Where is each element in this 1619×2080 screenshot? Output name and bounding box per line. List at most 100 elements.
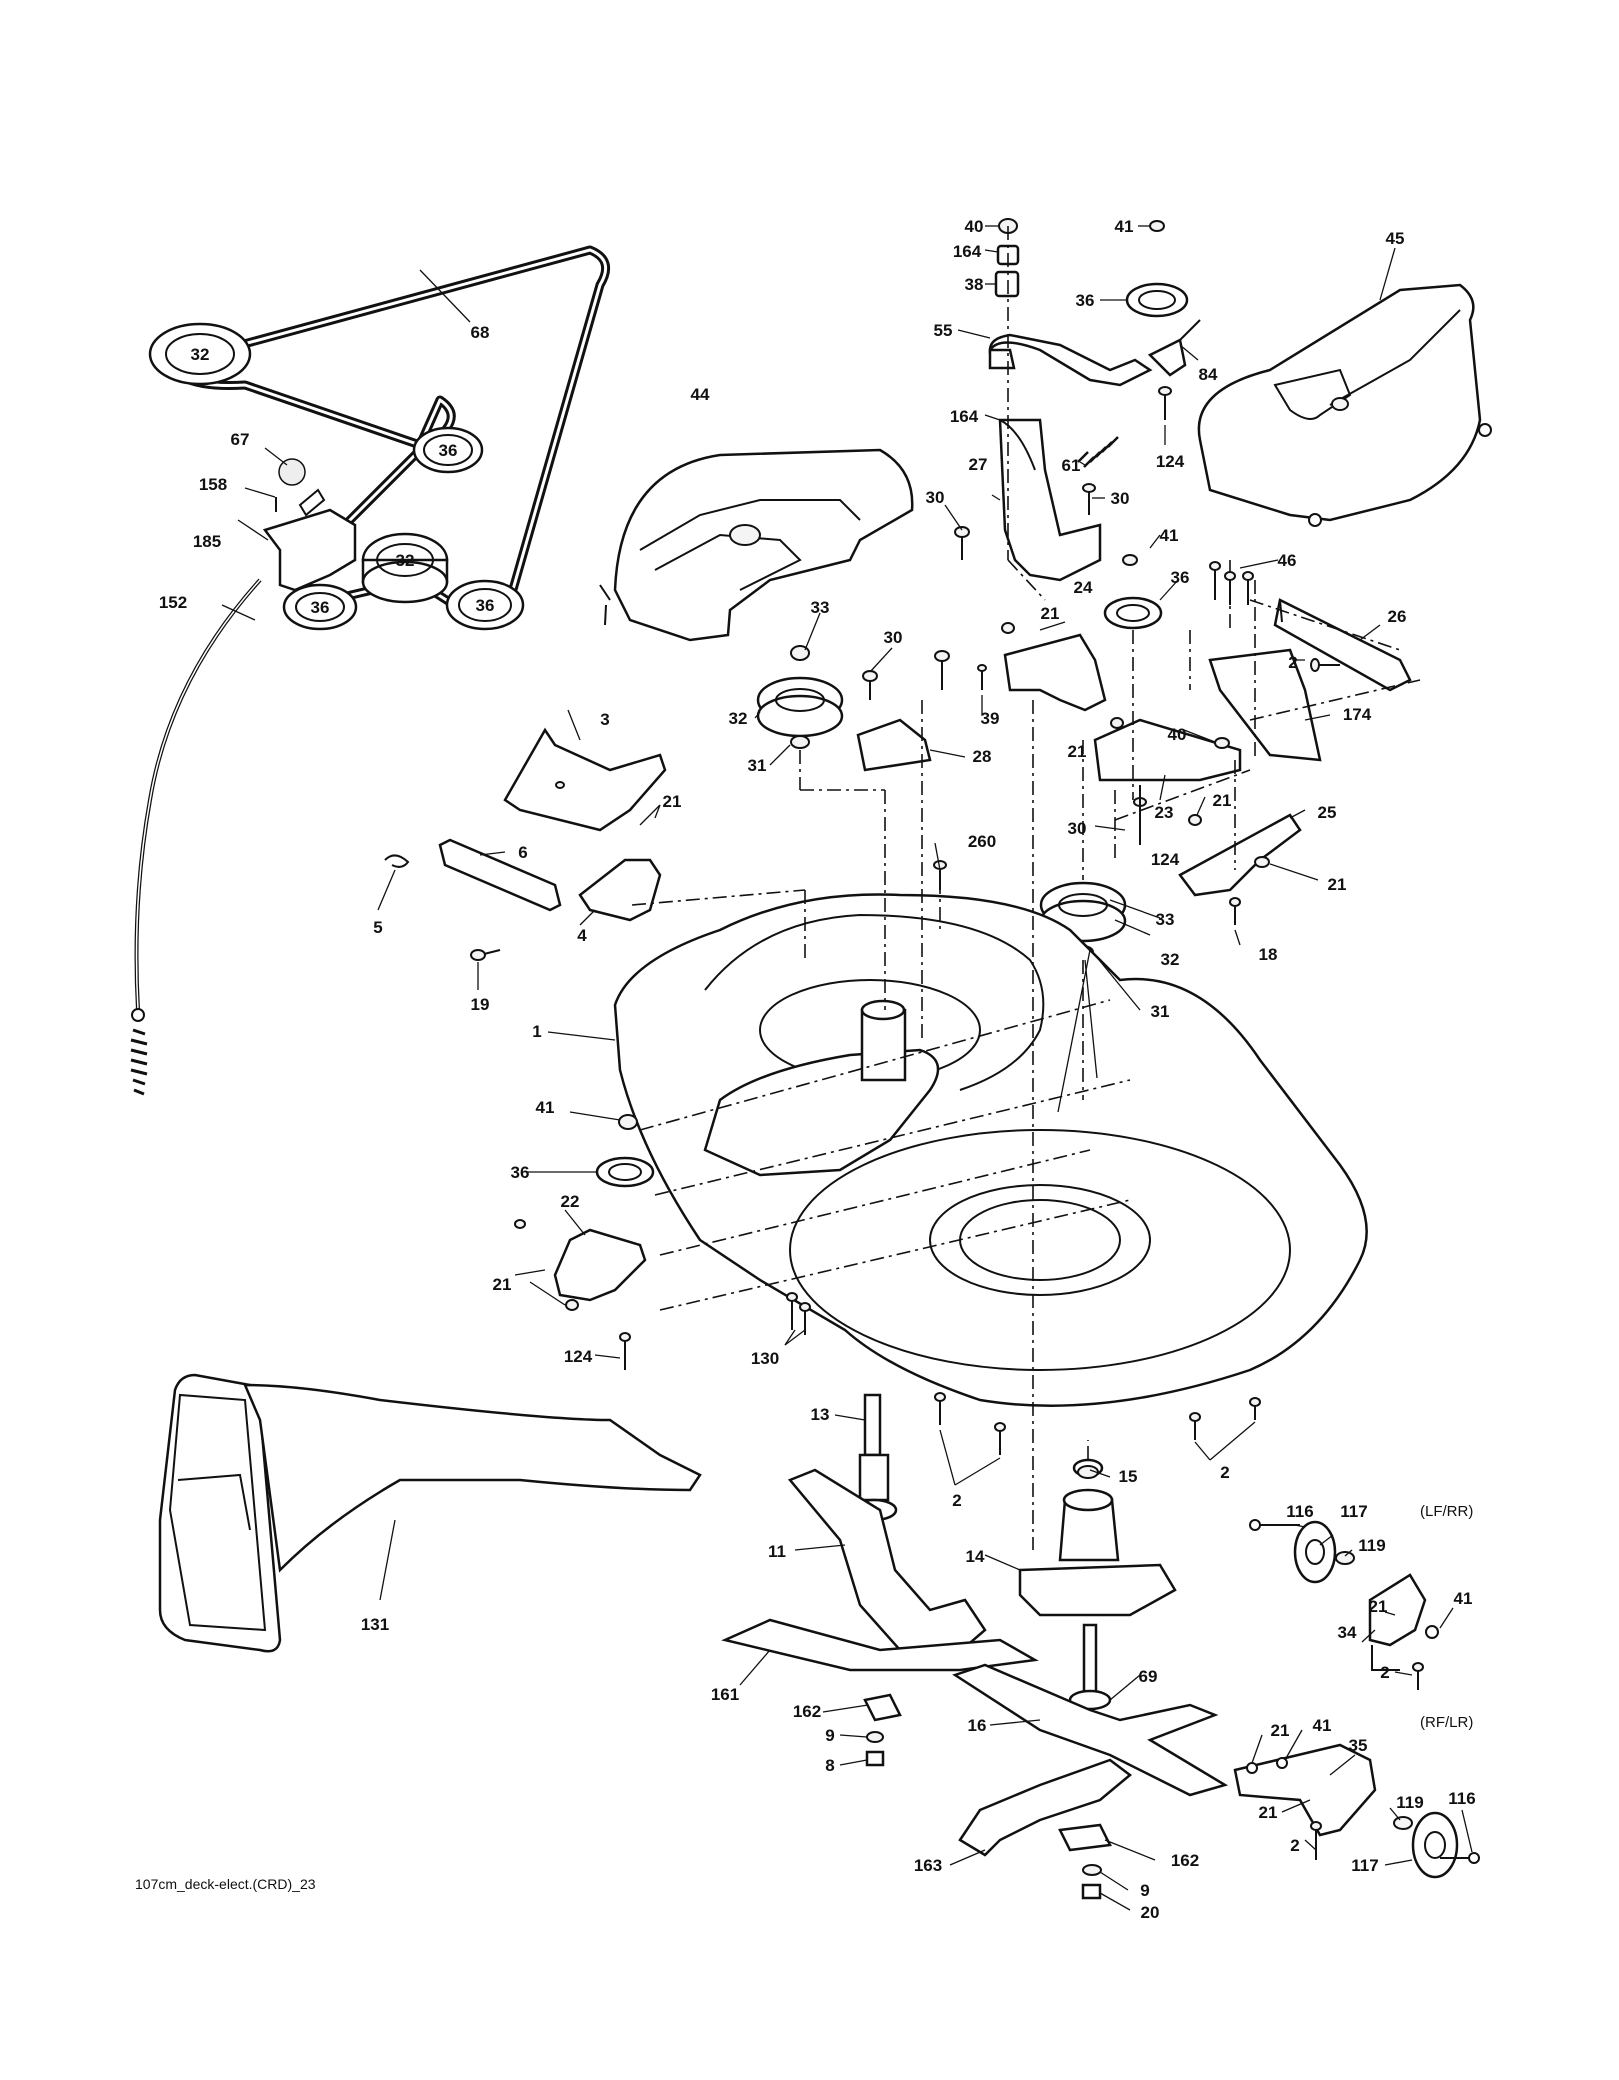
callout-117a: 117 <box>1340 1502 1367 1521</box>
callout-41b: 41 <box>1160 526 1179 545</box>
callout-35: 35 <box>1349 1736 1368 1755</box>
leader-lines <box>221 225 1473 1911</box>
callout-5: 5 <box>373 918 382 937</box>
blade-hardware <box>863 1693 1112 1900</box>
bracket-25 <box>1178 813 1302 897</box>
callout-41e: 41 <box>1313 1716 1332 1735</box>
callout-36d: 36 <box>476 596 495 615</box>
variant-label-rf-lr: (RF/LR) <box>1420 1714 1473 1731</box>
callout-15: 15 <box>1119 1467 1138 1486</box>
callout-36e: 36 <box>311 598 330 617</box>
callout-40b: 40 <box>1168 725 1187 744</box>
idler-arm-55 <box>988 319 1201 387</box>
callout-9b: 9 <box>1140 1881 1149 1900</box>
pulley-36-belt-bottom-right <box>445 579 525 631</box>
callout-21g: 21 <box>1369 1597 1388 1616</box>
callout-45: 45 <box>1386 229 1405 248</box>
callout-40a: 40 <box>965 217 984 236</box>
pulley-32-top <box>148 322 252 386</box>
callout-32c: 32 <box>729 709 748 728</box>
callout-38: 38 <box>965 275 984 294</box>
callout-39: 39 <box>981 709 1000 728</box>
callout-21a: 21 <box>1041 604 1060 623</box>
pulley-36-belt-right <box>412 426 484 474</box>
callout-6: 6 <box>518 843 527 862</box>
callout-3: 3 <box>600 710 609 729</box>
callout-44: 44 <box>691 385 710 404</box>
mower-deck-1 <box>613 893 1368 1407</box>
callout-36b: 36 <box>1171 568 1190 587</box>
callout-30a: 30 <box>1111 489 1130 508</box>
gauge-wheel-assembly-lf-rr <box>1249 1519 1439 1671</box>
bracket-3 <box>503 727 667 832</box>
alignment-lines <box>631 226 1421 1550</box>
callout-21d: 21 <box>1328 875 1347 894</box>
pulley-32-belt-center <box>361 532 449 604</box>
callout-69: 69 <box>1139 1667 1158 1686</box>
callout-19: 19 <box>471 995 490 1014</box>
callout-34: 34 <box>1338 1623 1357 1642</box>
callout-36a: 36 <box>1076 291 1095 310</box>
discharge-chute-131 <box>158 1373 702 1653</box>
guard-28 <box>856 718 932 772</box>
callout-163: 163 <box>914 1856 942 1875</box>
bracket-24 <box>1003 633 1107 712</box>
blade-161 <box>721 1618 1039 1672</box>
plate-23 <box>1093 718 1242 782</box>
callout-23: 23 <box>1155 803 1174 822</box>
callout-28: 28 <box>973 747 992 766</box>
callout-174: 174 <box>1343 705 1372 724</box>
callout-2b: 2 <box>952 1491 961 1510</box>
callout-11: 11 <box>768 1542 786 1561</box>
callout-33b: 33 <box>1156 910 1175 929</box>
callout-185: 185 <box>193 532 221 551</box>
callout-116a: 116 <box>1286 1502 1313 1521</box>
callout-24: 24 <box>1074 578 1093 597</box>
callout-36c: 36 <box>439 441 458 460</box>
plate-174 <box>1208 648 1322 762</box>
pulley-36-belt-bottom-left <box>282 583 358 631</box>
callout-4: 4 <box>577 926 587 945</box>
pulley-36-upper <box>1125 220 1189 318</box>
callout-164b: 164 <box>950 407 979 426</box>
callout-22: 22 <box>561 1192 580 1211</box>
belt-cover-45 <box>1197 283 1492 527</box>
callout-68: 68 <box>471 323 490 342</box>
pulley-36-mid <box>1103 554 1163 630</box>
variant-labels: (LF/RR) (RF/LR) <box>1420 1503 1473 1731</box>
callout-41c: 41 <box>536 1098 555 1117</box>
callout-21c: 21 <box>1213 791 1232 810</box>
callout-124a: 124 <box>1156 452 1185 471</box>
bracket-4 <box>578 858 662 922</box>
control-cable-152 <box>130 578 262 1096</box>
callout-26: 26 <box>1388 607 1407 626</box>
callout-33a: 33 <box>811 598 830 617</box>
variant-label-lf-rr: (LF/RR) <box>1420 1503 1473 1520</box>
callout-158: 158 <box>199 475 227 494</box>
callout-32b: 32 <box>396 551 415 570</box>
blade-163 <box>958 1758 1133 1857</box>
callout-117b: 117 <box>1351 1856 1378 1875</box>
callout-116b: 116 <box>1448 1789 1475 1808</box>
pulley-32-left <box>756 645 844 749</box>
callout-21b: 21 <box>1068 742 1087 761</box>
callout-1: 1 <box>532 1022 541 1041</box>
callout-55: 55 <box>934 321 953 340</box>
callout-131: 131 <box>361 1615 389 1634</box>
bracket-27 <box>998 418 1102 582</box>
callout-32d: 32 <box>1161 950 1180 969</box>
callout-84: 84 <box>1199 365 1218 384</box>
callout-119a: 119 <box>1358 1536 1385 1555</box>
callout-20: 20 <box>1141 1903 1160 1922</box>
blade-11 <box>787 1468 987 1662</box>
spindle-69 <box>1068 1623 1112 1711</box>
belt-cover-44 <box>599 448 914 642</box>
spindle-housing-14 <box>1018 1458 1177 1617</box>
knob-67 <box>278 458 306 486</box>
callout-61: 61 <box>1062 456 1081 475</box>
callout-16: 16 <box>968 1716 987 1735</box>
callout-162b: 162 <box>1171 1851 1199 1870</box>
callout-31a: 31 <box>748 756 767 775</box>
callout-32a: 32 <box>191 345 210 364</box>
